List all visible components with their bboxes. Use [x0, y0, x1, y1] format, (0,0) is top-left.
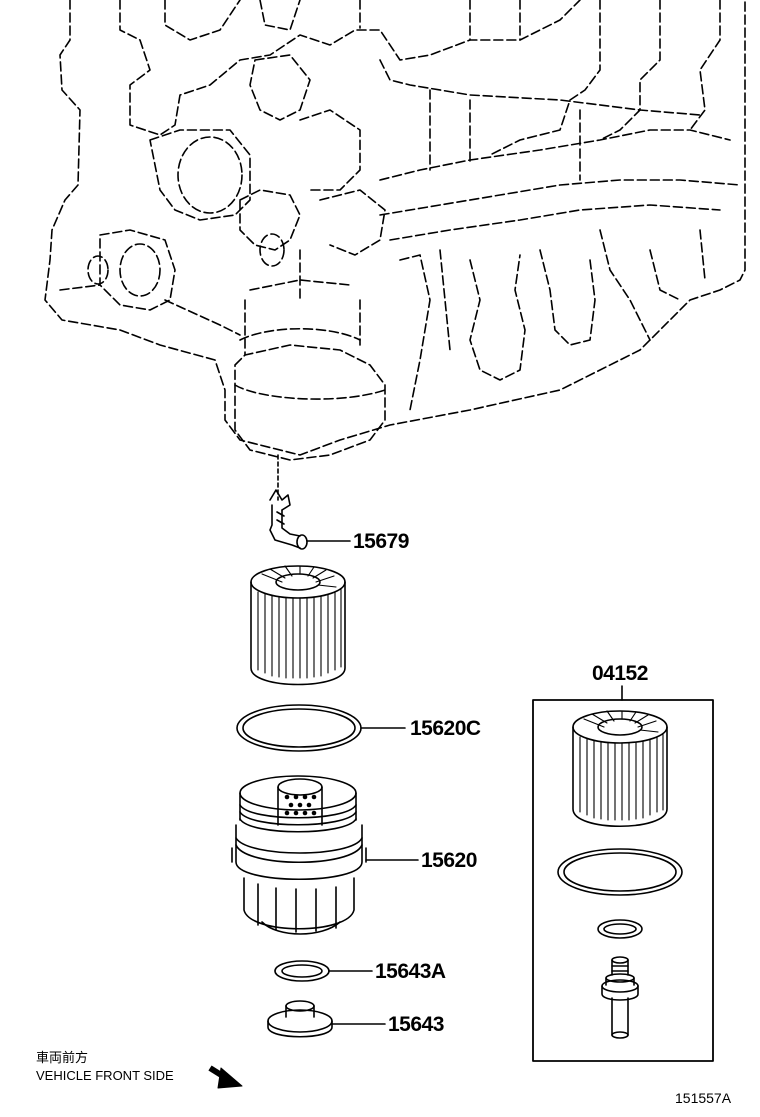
drain-plug-15643	[267, 1000, 333, 1038]
kit-o-ring	[557, 848, 683, 896]
union-pipe-15679	[269, 489, 308, 550]
label-15620c: 15620C	[410, 717, 481, 740]
kit-filter-element	[572, 710, 668, 828]
filter-element	[250, 565, 346, 686]
kit-drain-pipe	[601, 956, 639, 1039]
kit-gasket	[597, 919, 643, 939]
label-15620: 15620	[421, 849, 477, 872]
direction-label-en: VEHICLE FRONT SIDE	[36, 1068, 174, 1083]
label-15643: 15643	[388, 1013, 444, 1036]
figure-id: 151557A	[675, 1090, 732, 1106]
direction-label-jp: 車両前方	[36, 1050, 89, 1065]
label-15679: 15679	[353, 530, 409, 553]
label-04152: 04152	[592, 662, 648, 685]
o-ring-15620c	[236, 704, 362, 752]
kit-box-04152	[532, 699, 714, 1062]
vehicle-front-arrow	[208, 1065, 243, 1089]
label-15643a: 15643A	[375, 960, 446, 983]
gasket-15643a	[274, 960, 330, 982]
filter-cap-15620	[231, 775, 367, 935]
engine-block-outline	[44, 0, 746, 461]
